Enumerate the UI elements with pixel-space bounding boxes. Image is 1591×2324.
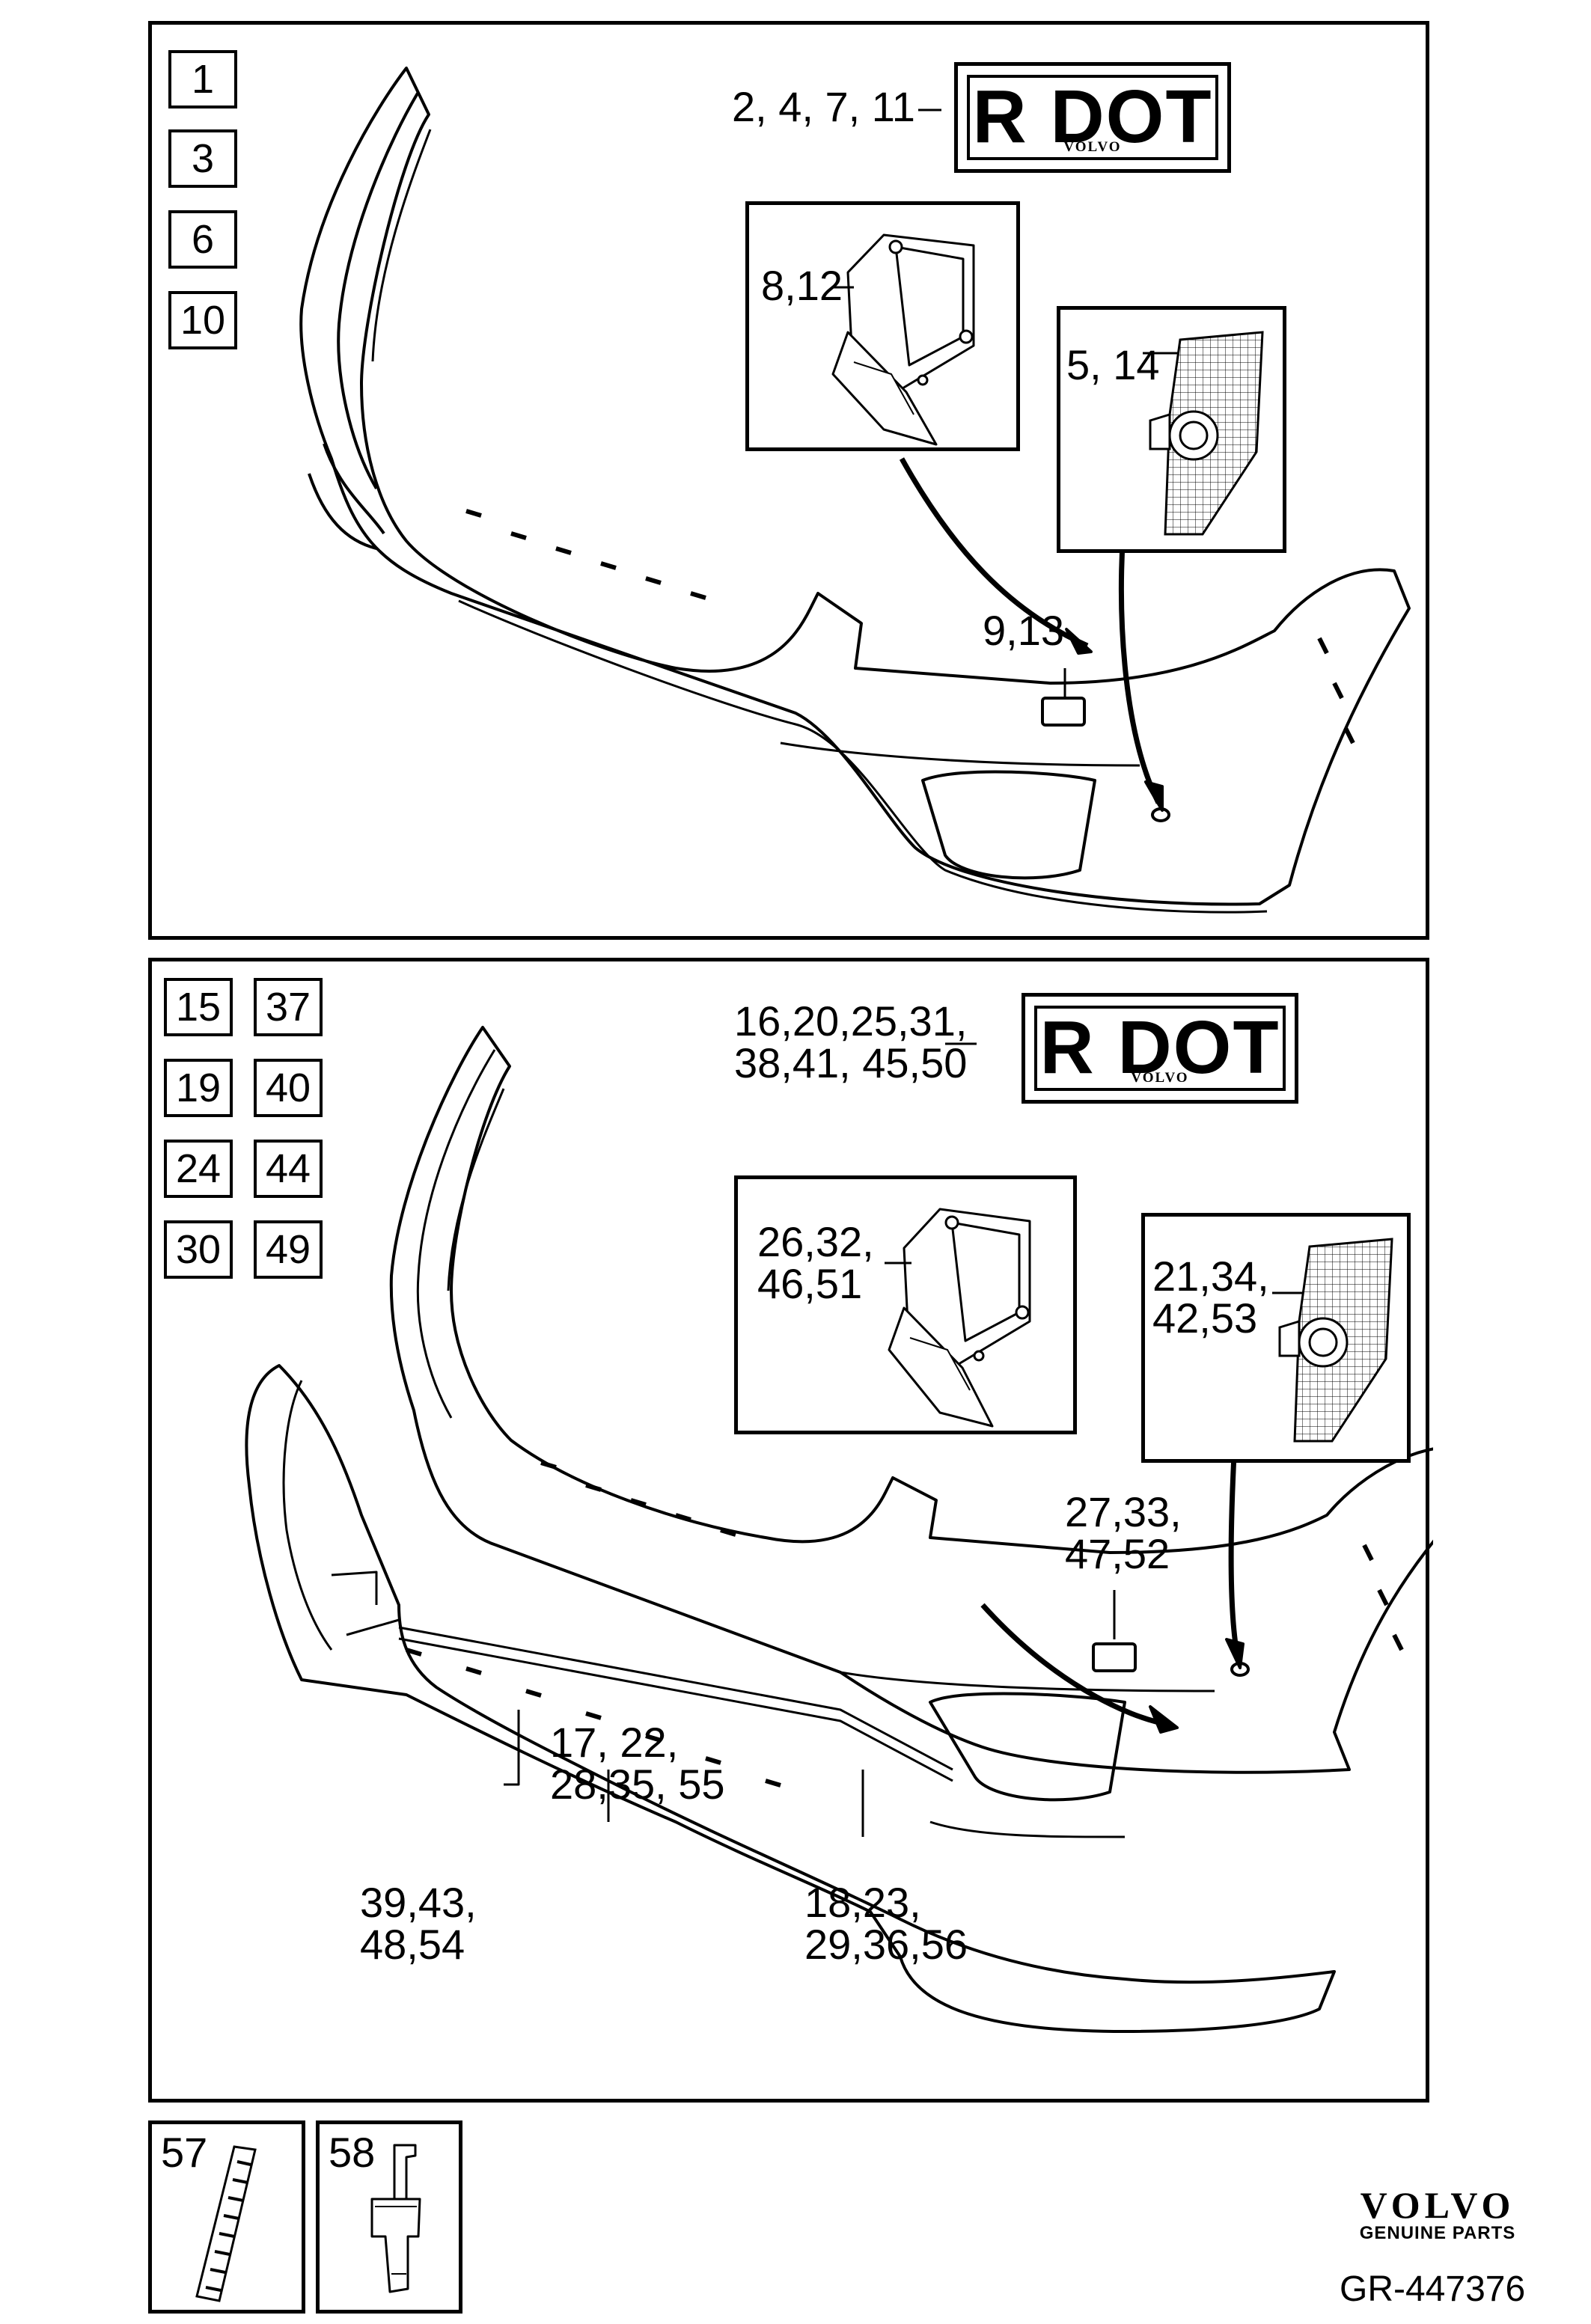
parking-sensor-drawing-2	[1272, 1238, 1393, 1443]
label-strip: 17, 22, 28,35, 55	[550, 1719, 725, 1808]
label-cover-2: 27,33, 47,52	[1065, 1488, 1182, 1577]
label-clip: 58	[329, 2129, 376, 2176]
label-mount: 8,12	[761, 262, 843, 309]
inset-tow-eye-mount-2: 26,32, 46,51	[734, 1175, 1077, 1434]
badge-text-2: R DOT	[1039, 1006, 1280, 1089]
item-box-19[interactable]: 19	[164, 1059, 233, 1117]
label-cover: 9,13	[983, 607, 1064, 654]
item-box-49[interactable]: 49	[254, 1220, 323, 1279]
badge-text: R DOT	[972, 75, 1213, 159]
label-sensor-2: 21,34, 42,53	[1152, 1253, 1269, 1342]
panel-clip: 58	[316, 2120, 462, 2314]
volvo-genuine-parts-logo: VOLVO GENUINE PARTS	[1344, 2186, 1531, 2243]
item-box-30[interactable]: 30	[164, 1220, 233, 1279]
r-dot-badge: R DOT VOLVO	[954, 62, 1231, 173]
bumper-drawing-1	[299, 67, 1411, 914]
inset-tow-eye-mount: 8,12	[745, 201, 1020, 451]
tow-eye-mount-drawing-2	[885, 1208, 1031, 1428]
item-box-15[interactable]: 15	[164, 978, 233, 1036]
inset-parking-sensor-2: 21,34, 42,53	[1141, 1213, 1411, 1463]
item-box-6[interactable]: 6	[168, 210, 237, 269]
label-lower-right: 18,23, 29,36,56	[804, 1879, 968, 1968]
label-kit-numbers-2: 16,20,25,31, 38,41, 45,50	[734, 997, 968, 1086]
panel-front-bumper-kit-1: 1 3 6 10	[148, 21, 1429, 940]
clip-drawing	[370, 2144, 421, 2293]
panel-tape: 57	[148, 2120, 305, 2314]
item-box-40[interactable]: 40	[254, 1059, 323, 1117]
item-box-1[interactable]: 1	[168, 50, 237, 108]
brand-name: VOLVO	[1360, 2184, 1515, 2226]
item-box-37[interactable]: 37	[254, 978, 323, 1036]
badge-brand: VOLVO	[1063, 139, 1122, 155]
item-box-44[interactable]: 44	[254, 1140, 323, 1198]
brand-subtitle: GENUINE PARTS	[1359, 2223, 1516, 2243]
item-box-24[interactable]: 24	[164, 1140, 233, 1198]
r-dot-badge-2: R DOT VOLVO	[1022, 993, 1298, 1104]
diagram-reference-number: GR-447376	[1340, 2269, 1526, 2309]
tape-drawing	[195, 2145, 257, 2302]
tow-eye-mount-drawing	[831, 233, 975, 446]
label-kit-numbers: 2, 4, 7, 11	[732, 83, 915, 130]
label-mount-2: 26,32, 46,51	[757, 1218, 874, 1307]
bumper-drawing-2	[245, 1026, 1433, 2033]
label-lower-left: 39,43, 48,54	[360, 1879, 477, 1968]
inset-parking-sensor: 5, 14	[1057, 306, 1286, 553]
panel-front-bumper-kit-2: 15 19 24 30 37 40 44 49	[148, 958, 1433, 2103]
item-box-10[interactable]: 10	[168, 291, 237, 349]
item-box-3[interactable]: 3	[168, 129, 237, 188]
badge-brand-2: VOLVO	[1131, 1070, 1189, 1086]
parking-sensor-drawing	[1143, 331, 1264, 536]
label-sensor: 5, 14	[1066, 341, 1160, 388]
label-tape: 57	[161, 2129, 208, 2176]
